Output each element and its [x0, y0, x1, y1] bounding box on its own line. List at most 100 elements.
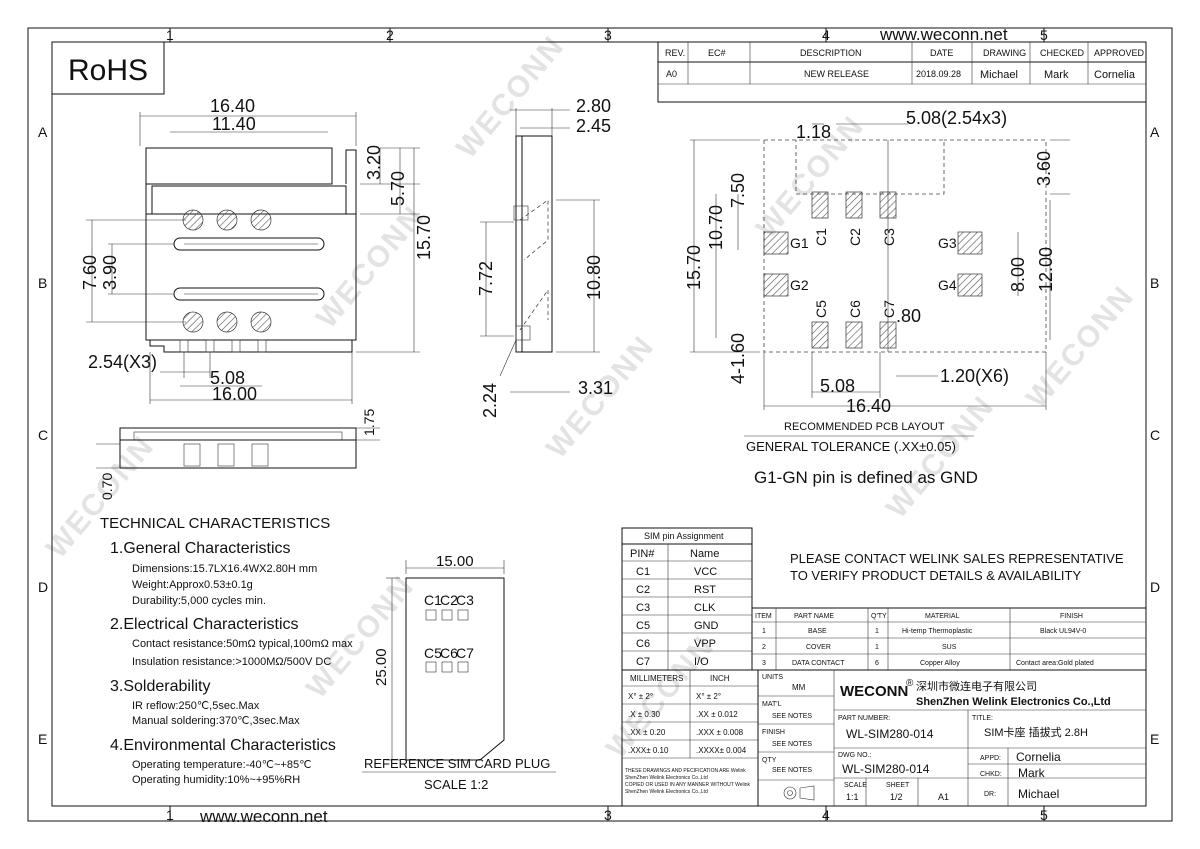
pin-name: VCC	[694, 566, 717, 578]
chkd-value: Mark	[1018, 766, 1046, 780]
checked-header: CHECKED	[1040, 48, 1085, 58]
dim-3-90: 3.90	[100, 255, 120, 290]
copyright-note: ShenZhen Welink Electronics Co.,Ltd	[625, 789, 708, 795]
gnd-note: G1-GN pin is defined as GND	[754, 468, 978, 487]
checked-value: Mark	[1044, 69, 1069, 81]
dr-value: Michael	[1018, 787, 1059, 801]
sim-contact: C3	[456, 592, 474, 608]
column-markers: 1 2 3 4 5 1 3 4 5	[166, 27, 1048, 823]
dwg-label: DWG NO.:	[838, 752, 871, 759]
side-view: 2.80 2.45 7.72 10.80 2.24 3.31	[476, 96, 613, 418]
spec-line: Operating humidity:10%~+95%RH	[132, 774, 300, 786]
bom-header: ITEM	[755, 613, 772, 620]
dwg-number: WL-SIM280-014	[842, 762, 930, 776]
chkd-label: CHKD:	[980, 771, 1002, 778]
ec-header: EC#	[708, 48, 726, 58]
bom-cell: Contact area:Gold plated	[1016, 660, 1094, 667]
pin-header: PIN#	[630, 548, 655, 560]
general-tolerance: GENERAL TOLERANCE (.XX±0.05)	[746, 439, 956, 454]
description-header: DESCRIPTION	[800, 48, 862, 58]
name-header: Name	[690, 548, 719, 560]
appd-value: Cornelia	[1016, 750, 1061, 764]
revision-table: REV. EC# DESCRIPTION DATE DRAWING CHECKE…	[657, 41, 1147, 103]
sheet-value: 1/2	[890, 792, 903, 802]
pin-name: VPP	[694, 638, 716, 650]
pin-name: RST	[694, 584, 716, 596]
pad-g4	[957, 273, 983, 297]
dim-3-31: 3.31	[578, 378, 613, 398]
pin-cell: C3	[636, 602, 650, 614]
dim-1-18: 1.18	[796, 122, 831, 142]
sim-contact: C1	[424, 592, 442, 608]
finish-label: FINISH	[762, 729, 785, 736]
dim-16-40: 16.40	[210, 96, 255, 116]
pad-label-g4: G4	[938, 277, 957, 293]
appd-label: APPD:	[980, 755, 1001, 762]
dim-12-00: 12.00	[1036, 247, 1056, 292]
spec-line: Manual soldering:370℃,3sec.Max	[132, 715, 300, 727]
pad-label-c2: C2	[847, 228, 863, 246]
row-a: A	[1150, 124, 1160, 140]
dim-10-70: 10.70	[706, 205, 726, 250]
matl-label: MAT'L	[762, 701, 782, 708]
title-label: TITLE:	[972, 715, 993, 722]
spec-line: Insulation resistance:>1000MΩ/500V DC	[132, 656, 331, 668]
projection-symbol-icon	[783, 786, 797, 800]
dim-16-00: 16.00	[212, 384, 257, 404]
bom-table: ITEM PART NAME Q'TY MATERIAL FINISH 1 BA…	[751, 607, 1147, 671]
bom-header: FINISH	[1060, 613, 1083, 620]
dim-7-50: 7.50	[728, 173, 748, 208]
finish-value: SEE NOTES	[772, 741, 812, 748]
dim-5-70: 5.70	[388, 171, 408, 206]
pcb-layout-title: RECOMMENDED PCB LAYOUT	[784, 421, 945, 433]
bom-header: MATERIAL	[925, 613, 960, 620]
sim-contact: C5	[424, 645, 442, 661]
section-heading: 1.General Characteristics	[110, 540, 291, 557]
copyright-note: THESE DRAWINGS AND PECIFICATION ARE Weli…	[625, 768, 746, 774]
dim-3-20: 3.20	[364, 145, 384, 180]
part-label: PART NUMBER:	[838, 715, 890, 722]
dim-1-75: 1.75	[361, 409, 377, 436]
watermark: WECONN	[450, 29, 571, 164]
row-e: E	[38, 731, 47, 747]
website-bottom[interactable]: www.weconn.net	[199, 807, 328, 826]
dim-5-08-x3: 5.08(2.54x3)	[906, 108, 1007, 128]
pin-name: CLK	[694, 602, 716, 614]
pin-cell: C7	[636, 656, 650, 668]
pin-cell: C1	[636, 566, 650, 578]
rev-value: A0	[666, 69, 677, 79]
qty-value: SEE NOTES	[772, 767, 812, 774]
size-value: A1	[938, 792, 949, 802]
dim-2-24: 2.24	[480, 383, 500, 418]
bom-cell: 6	[875, 660, 879, 667]
spec-line: Durability:5,000 cycles min.	[132, 595, 266, 607]
dim-0-80: .80	[896, 306, 921, 326]
brand-logo: WECONN	[840, 683, 908, 700]
section-heading: 3.Solderability	[110, 678, 211, 695]
row-c: C	[38, 427, 48, 443]
dim-8-00: 8.00	[1008, 257, 1028, 292]
units-value: MM	[792, 683, 806, 692]
bom-cell: 3	[762, 660, 766, 667]
row-d: D	[1150, 579, 1160, 595]
inner-frame	[51, 41, 1147, 807]
dim-2-45: 2.45	[576, 116, 611, 136]
date-value: 2018.09.28	[916, 69, 961, 79]
pin-table-title: SIM pin Assignment	[644, 531, 724, 541]
tol-cell: .XXX± 0.10	[628, 746, 669, 755]
dim-4-1-60: 4-1.60	[728, 333, 748, 384]
pad-label-c7: C7	[881, 300, 897, 318]
tol-cell: .XXX ± 0.008	[696, 728, 744, 737]
spec-line: Contact resistance:50mΩ typical,100mΩ ma…	[132, 638, 353, 650]
website-top[interactable]: www.weconn.net	[879, 25, 1008, 44]
bottom-view: 1.75 0.70	[96, 409, 380, 500]
row-c: C	[1150, 427, 1160, 443]
watermark: WECONN	[310, 199, 431, 334]
contact-note-1: PLEASE CONTACT WELINK SALES REPRESENTATI…	[790, 551, 1124, 566]
approved-header: APPROVED	[1094, 48, 1145, 58]
units-label: UNITS	[762, 674, 783, 681]
tolerance-table: MILLIMETERS INCH X° ± 2° X° ± 2° .X ± 0.…	[621, 669, 759, 807]
brand-reg: ®	[906, 678, 914, 689]
bom-header: Q'TY	[871, 613, 887, 620]
